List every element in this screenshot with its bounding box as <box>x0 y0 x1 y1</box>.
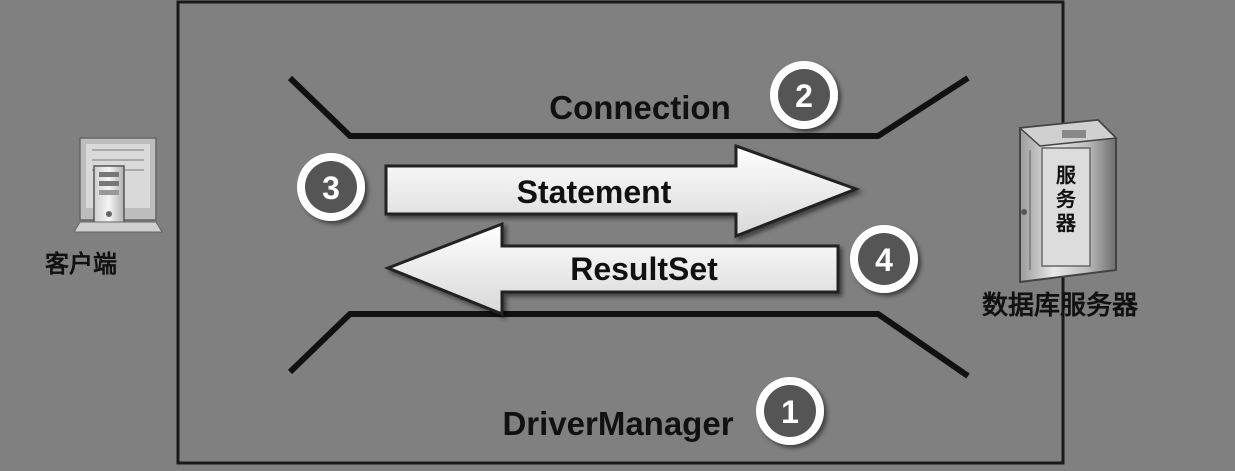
server-panel-char-3: 器 <box>1055 211 1077 235</box>
step-badge-4: 4 <box>850 225 918 293</box>
resultset-arrow <box>383 221 840 317</box>
statement-label: Statement <box>517 174 672 210</box>
step-badge-2-number: 2 <box>795 78 813 114</box>
connection-top-wall <box>287 75 970 139</box>
connection-bottom-wall <box>287 311 970 379</box>
desktop-computer-icon <box>73 137 163 233</box>
step-badge-2: 2 <box>770 61 838 129</box>
server-tower-icon: 服 务 器 <box>1018 118 1118 284</box>
resultset-label: ResultSet <box>570 251 718 287</box>
server-label: 数据库服务器 <box>982 291 1139 321</box>
server-panel-char-1: 服 <box>1056 163 1077 187</box>
statement-arrow <box>384 143 861 239</box>
drivermanager-label: DriverManager <box>502 405 733 442</box>
step-badge-1-number: 1 <box>781 394 799 430</box>
step-badge-4-number: 4 <box>875 242 893 278</box>
server-panel-char-2: 务 <box>1056 187 1077 211</box>
connection-label: Connection <box>549 89 730 126</box>
step-badge-1: 1 <box>756 377 824 445</box>
client-label: 客户端 <box>45 250 117 278</box>
driver-manager-frame <box>176 0 1065 465</box>
step-badge-3: 3 <box>297 153 365 221</box>
step-badge-3-number: 3 <box>322 170 340 206</box>
